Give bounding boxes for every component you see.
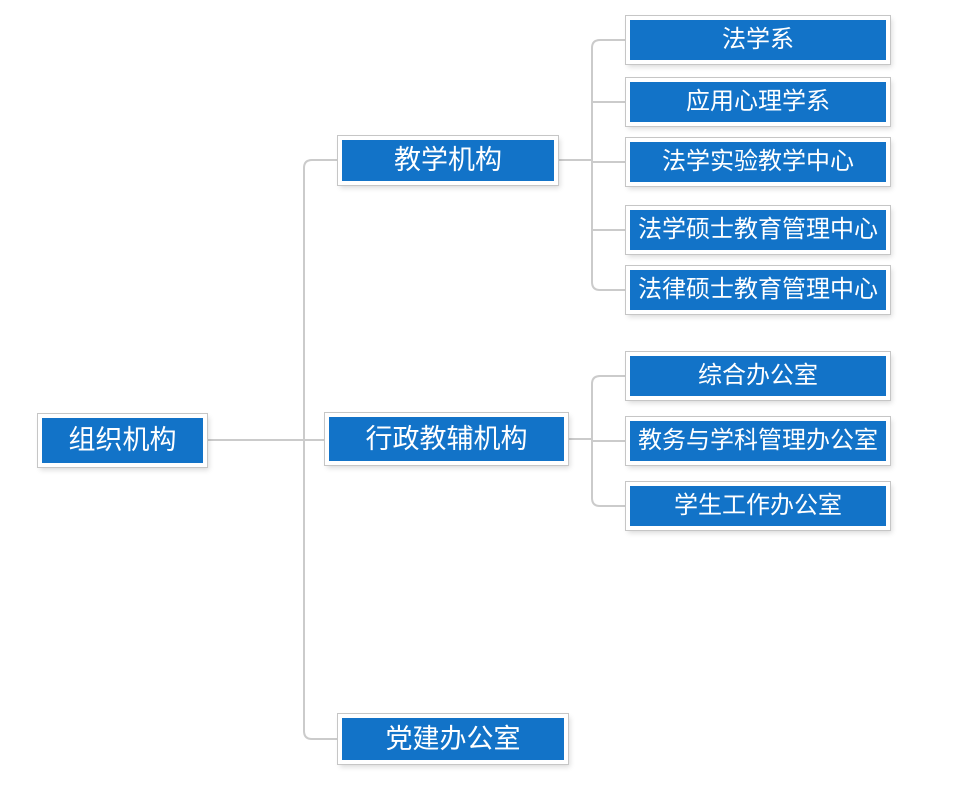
org-node-general-office: 综合办公室: [626, 352, 890, 400]
org-node-root: 组织机构: [38, 414, 207, 467]
org-node-law-department: 法学系: [626, 16, 890, 64]
connector-main-trunk: [303, 159, 338, 740]
org-node-admin: 行政教辅机构: [325, 413, 568, 465]
connector-teaching-spine: [591, 39, 626, 291]
org-node-academic-affairs-office: 教务与学科管理办公室: [626, 417, 890, 465]
org-node-teaching: 教学机构: [338, 136, 558, 185]
org-node-party-office: 党建办公室: [338, 714, 568, 764]
org-node-jm-education-center: 法律硕士教育管理中心: [626, 266, 890, 314]
org-node-student-affairs-office: 学生工作办公室: [626, 482, 890, 530]
org-node-llm-education-center: 法学硕士教育管理中心: [626, 206, 890, 254]
org-node-law-experiment-center: 法学实验教学中心: [626, 138, 890, 186]
org-node-applied-psychology: 应用心理学系: [626, 78, 890, 126]
